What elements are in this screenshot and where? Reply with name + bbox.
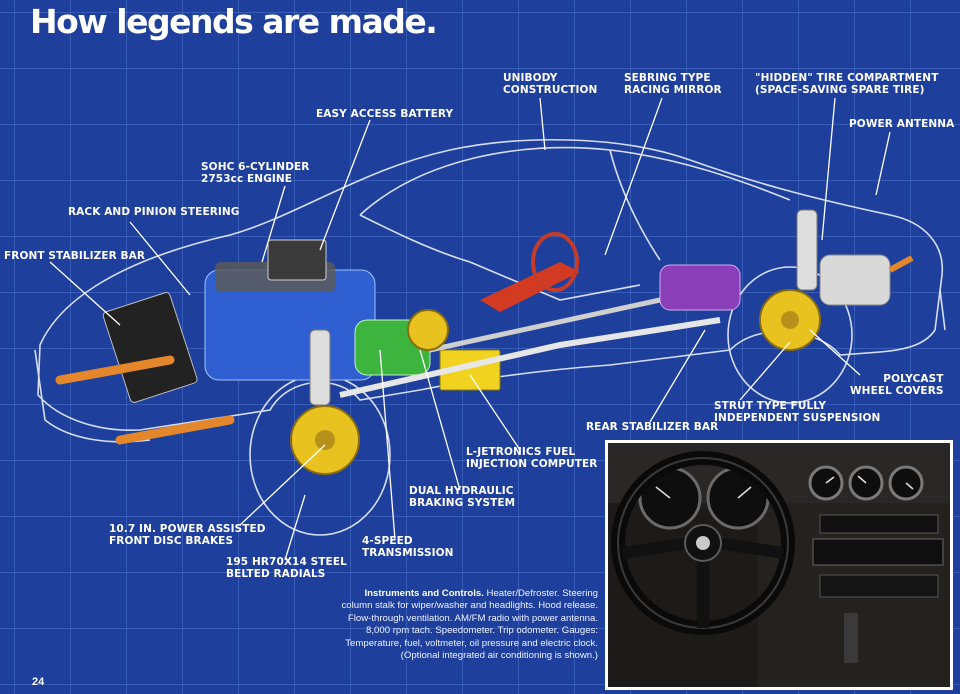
dashboard-illustration: [608, 443, 950, 687]
door-line: [469, 261, 641, 301]
leader-power-antenna: [875, 131, 891, 196]
callout-power-antenna: POWER ANTENNA: [849, 118, 955, 130]
page-number: 24: [32, 676, 45, 688]
exhaust-pipe: [339, 317, 721, 398]
leader-hidden-tire: [821, 97, 836, 241]
leader-transmission: [379, 349, 396, 541]
leader-unibody: [539, 97, 546, 151]
drivetrain-parts: [55, 209, 914, 475]
rear-window-line: [609, 149, 661, 261]
rear-brake-hub: [781, 311, 799, 329]
instruments-caption: Instruments and Controls. Heater/Defrost…: [338, 588, 598, 662]
callout-engine: SOHC 6-CYLINDER 2753cc ENGINE: [201, 161, 310, 185]
muffler: [819, 254, 891, 306]
callout-strut: STRUT TYPE FULLY INDEPENDENT SUSPENSION: [714, 400, 881, 424]
leader-rack-pinion: [129, 221, 191, 296]
rear-differential: [659, 264, 741, 311]
callout-sebring-mirror: SEBRING TYPE RACING MIRROR: [624, 72, 722, 96]
car-body-outline: [37, 138, 944, 431]
rear-strut: [796, 209, 818, 291]
steering-column: [480, 262, 580, 312]
rear-bumper-line: [939, 289, 946, 331]
callout-radials: 195 HR70X14 STEEL BELTED RADIALS: [226, 556, 347, 580]
front-brake-hub: [315, 430, 335, 450]
front-stabilizer-bar: [55, 355, 235, 445]
radiator: [102, 292, 198, 403]
page-title: How legends are made.: [30, 2, 438, 41]
callout-disc-brakes: 10.7 IN. POWER ASSISTED FRONT DISC BRAKE…: [109, 523, 266, 547]
leader-rear-stabilizer: [649, 329, 706, 423]
callout-polycast: POLYCAST WHEEL COVERS: [850, 373, 944, 397]
brake-booster: [407, 309, 449, 351]
leader-battery: [319, 119, 371, 251]
steering-wheel: [531, 232, 579, 292]
windshield-line: [359, 214, 471, 263]
callout-hidden-tire: "HIDDEN" TIRE COMPARTMENT (SPACE-SAVING …: [755, 72, 939, 96]
callout-unibody: UNIBODY CONSTRUCTION: [503, 72, 598, 96]
leader-polycast: [809, 329, 861, 376]
callout-battery: EASY ACCESS BATTERY: [316, 108, 454, 120]
rear-wheel-outline: [727, 266, 853, 404]
callout-dual-braking: DUAL HYDRAULIC BRAKING SYSTEM: [409, 485, 516, 509]
tailpipe: [888, 255, 914, 273]
leader-ljetronic: [469, 374, 521, 451]
leader-lines: [49, 97, 891, 561]
roof-line: [359, 146, 791, 216]
leader-engine: [261, 185, 286, 263]
callout-ljetronic: L-JETRONICS FUEL INJECTION COMPUTER: [466, 446, 598, 470]
driveshaft: [429, 297, 661, 353]
caption-body: Heater/Defroster. Steering column stalk …: [341, 588, 598, 662]
leader-strut: [739, 341, 791, 401]
battery: [267, 239, 327, 281]
leader-dual-braking: [419, 349, 461, 491]
callout-transmission: 4-SPEED TRANSMISSION: [362, 535, 454, 559]
callout-rack-pinion: RACK AND PINION STEERING: [68, 206, 240, 218]
caption-heading: Instruments and Controls.: [364, 588, 484, 599]
callout-rear-stabilizer: REAR STABILIZER BAR: [586, 421, 719, 433]
leader-disc-brakes: [239, 444, 326, 526]
dashboard-photo: [605, 440, 953, 690]
front-strut: [309, 329, 331, 406]
leader-radials: [284, 494, 306, 561]
leader-front-stabilizer: [49, 261, 121, 326]
callout-front-stabilizer: FRONT STABILIZER BAR: [4, 250, 146, 262]
leader-sebring: [604, 97, 663, 256]
